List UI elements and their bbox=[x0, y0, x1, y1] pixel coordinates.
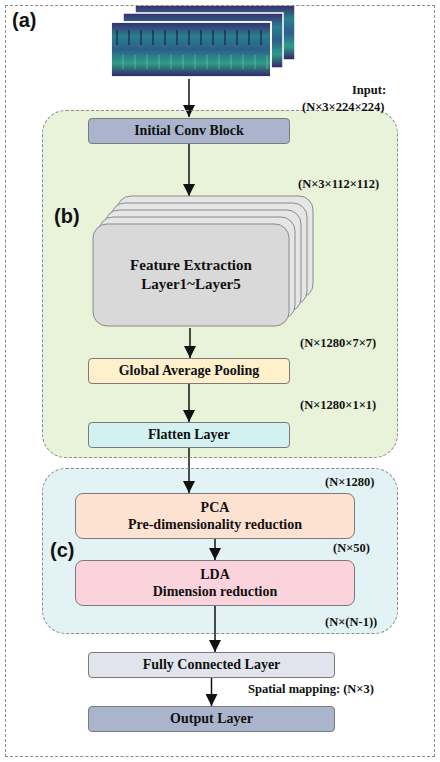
process-box: LDADimension reduction bbox=[75, 560, 355, 606]
process-box: Fully Connected Layer bbox=[88, 652, 335, 678]
box-label: Flatten Layer bbox=[148, 426, 230, 444]
process-box: PCAPre-dimensionality reduction bbox=[75, 493, 355, 539]
layer-stack: Feature Extraction Layer1~Layer5 bbox=[92, 196, 314, 328]
flow-arrow bbox=[188, 384, 190, 422]
dimension-label: (N×(N-1)) bbox=[325, 615, 377, 629]
dimension-label: (N×50) bbox=[333, 541, 370, 555]
region-fill bbox=[42, 110, 398, 458]
flow-arrow bbox=[189, 328, 191, 358]
figure-frame: (a) (b) Initial Conv BlockFeature Extracti… bbox=[5, 5, 435, 757]
dimension-label: (N×1280×1×1) bbox=[300, 398, 376, 412]
box-label: PCA bbox=[201, 499, 230, 517]
dimension-label: (N×1280×7×7) bbox=[300, 336, 376, 350]
dimension-label: (N×3×112×112) bbox=[298, 177, 379, 191]
process-box: Global Average Pooling bbox=[88, 358, 290, 384]
region-fill bbox=[42, 468, 398, 634]
dimension-label: Input: bbox=[352, 83, 386, 97]
flow-arrow bbox=[188, 448, 190, 493]
dimension-label: Spatial mapping: (N×3) bbox=[248, 682, 374, 696]
box-label: LDA bbox=[200, 566, 230, 584]
box-label: Dimension reduction bbox=[153, 583, 278, 601]
spectrogram-stack bbox=[111, 5, 295, 77]
panel-tag: (b) bbox=[54, 205, 80, 228]
flow-arrow bbox=[214, 606, 216, 652]
flow-arrow bbox=[214, 539, 216, 560]
box-label: Global Average Pooling bbox=[119, 362, 260, 380]
panel-tag: (a) bbox=[12, 9, 36, 32]
flow-arrow bbox=[211, 678, 213, 706]
process-box: Initial Conv Block bbox=[88, 118, 290, 144]
dimension-label: (N×1280) bbox=[325, 475, 374, 489]
process-box: Output Layer bbox=[88, 706, 335, 732]
dimension-label: (N×3×224×224) bbox=[302, 100, 384, 114]
box-label: Output Layer bbox=[170, 710, 253, 728]
input-arrow bbox=[188, 79, 190, 117]
box-label: Feature Extraction Layer1~Layer5 bbox=[106, 256, 276, 295]
box-label: Initial Conv Block bbox=[134, 122, 244, 140]
box-label: Pre-dimensionality reduction bbox=[128, 516, 302, 534]
panel-tag: (c) bbox=[50, 539, 74, 562]
process-box: Flatten Layer bbox=[88, 422, 290, 448]
box-label: Fully Connected Layer bbox=[143, 656, 281, 674]
layer-card bbox=[93, 224, 289, 326]
flow-arrow bbox=[188, 144, 190, 196]
layer-card-face: Feature Extraction Layer1~Layer5 bbox=[93, 224, 289, 326]
